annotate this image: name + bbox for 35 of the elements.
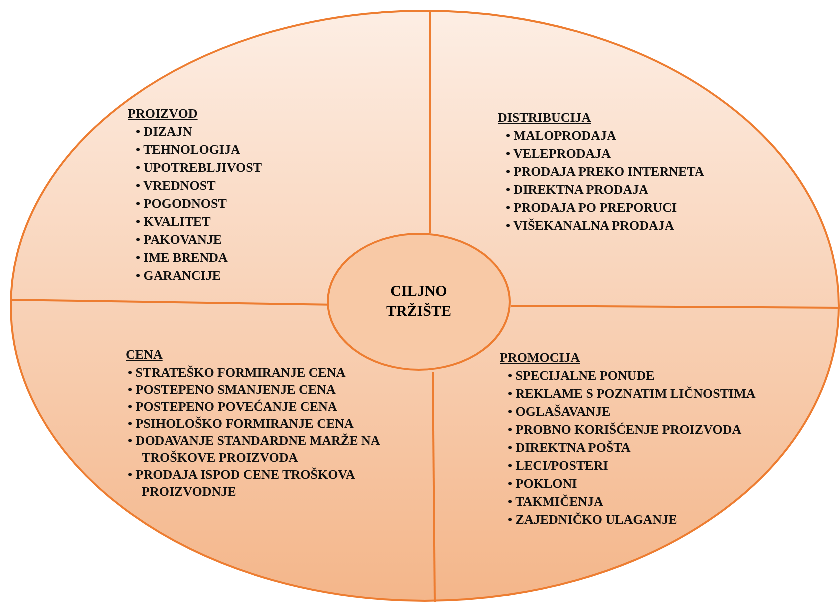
list-item: • POSTEPENO POVEĆANJE CENA xyxy=(128,398,338,415)
list-item: • VREDNOST xyxy=(135,177,217,195)
list-item: • POKLONI xyxy=(507,475,578,493)
list-item: • DIREKTNA PRODAJA xyxy=(505,181,650,199)
list-item: • OGLAŠAVANJE xyxy=(507,403,612,421)
list-item: • VELEPRODAJA xyxy=(505,145,612,163)
list-item: • PROBNO KORIŠĆENJE PROIZVODA xyxy=(507,421,743,439)
list-item: • KVALITET xyxy=(135,213,212,231)
list-item: • GARANCIJE xyxy=(135,267,222,285)
list-item: • PRODAJA ISPOD CENE TROŠKOVA PROIZVODNJE xyxy=(128,466,356,500)
section-heading: PROMOCIJA xyxy=(500,349,582,367)
section-heading: CENA xyxy=(126,346,164,364)
list-item: • VIŠEKANALNA PRODAJA xyxy=(505,217,676,235)
list-item: • DODAVANJE STANDARDNE MARŽE NA TROŠKOVE PROIZVODA xyxy=(128,432,382,466)
list-item: • PSIHOLOŠKO FORMIRANJE CENA xyxy=(128,415,355,432)
list-item: • SPECIJALNE PONUDE xyxy=(507,367,656,385)
list-item: • IME BRENDA xyxy=(135,249,229,267)
list-item: • TEHNOLOGIJA xyxy=(135,141,242,159)
list-item: • POGODNOST xyxy=(135,195,228,213)
list-item: • DIREKTNA POŠTA xyxy=(507,439,632,457)
list-item: • MALOPRODAJA xyxy=(505,127,618,145)
list-item: • PAKOVANJE xyxy=(135,231,224,249)
list-item: • POSTEPENO SMANJENJE CENA xyxy=(128,381,337,398)
list-item: • UPOTREBLJIVOST xyxy=(135,159,264,177)
list-item: • PRODAJA PO PREPORUCI xyxy=(505,199,678,217)
list-item: • PRODAJA PREKO INTERNETA xyxy=(505,163,706,181)
list-item: • LECI/POSTERI xyxy=(507,457,610,475)
section-heading: DISTRIBUCIJA xyxy=(498,109,592,127)
list-item: • DIZAJN xyxy=(135,123,194,141)
list-item: • REKLAME S POZNATIM LIČNOSTIMA xyxy=(507,385,757,403)
list-item: • ZAJEDNIČKO ULAGANJE xyxy=(507,511,678,529)
list-item: • STRATEŠKO FORMIRANJE CENA xyxy=(128,364,347,381)
section-heading: PROIZVOD xyxy=(128,105,199,123)
center-label: CILJNO TRŽIŠTE xyxy=(385,283,453,322)
list-item: • TAKMIČENJA xyxy=(507,493,604,511)
